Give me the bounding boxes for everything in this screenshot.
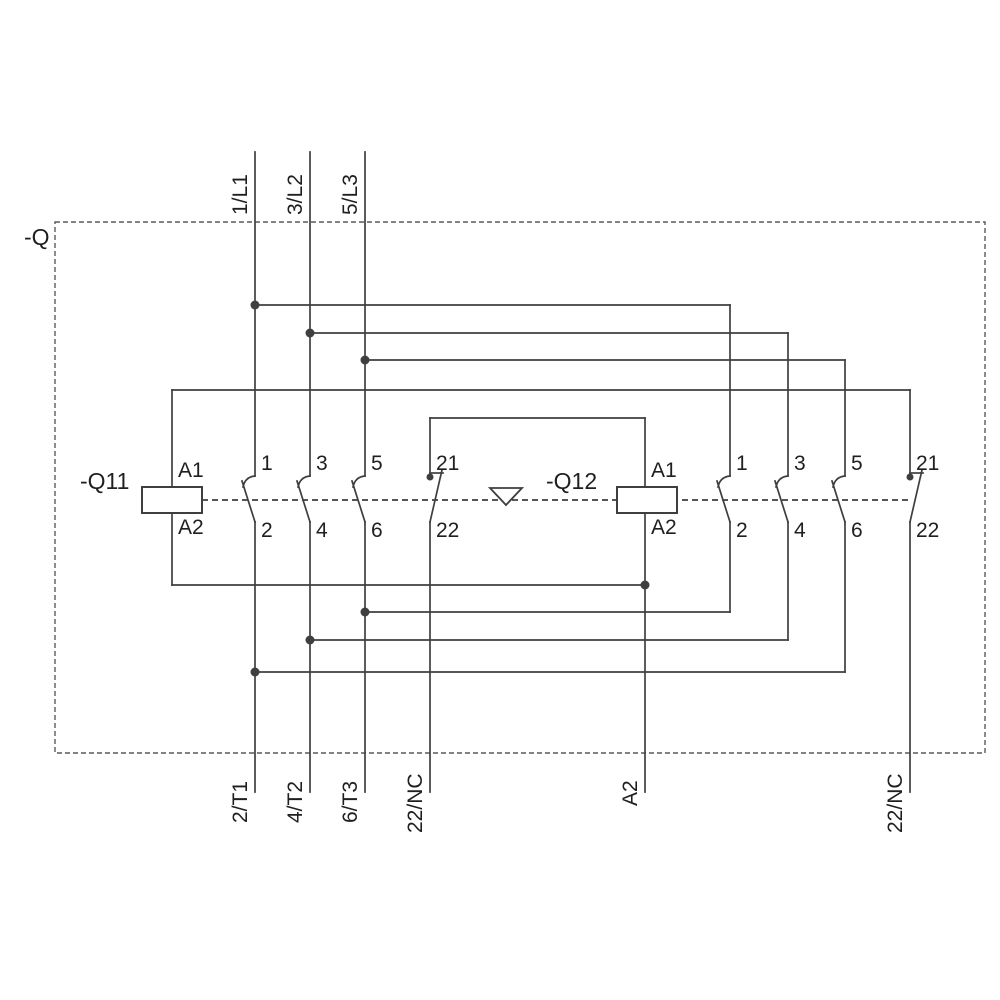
contactor-name-q11: -Q11 [80, 468, 129, 494]
pole-terminal: 6 [851, 519, 863, 542]
contactor-q11-labels: -Q11 A1 A2 1 2 3 4 5 6 21 22 [80, 452, 459, 542]
no-contact-arc [296, 475, 311, 489]
no-contact-blade [350, 479, 367, 524]
nc-contact-blade [908, 468, 924, 524]
aux-terminal: 22 [916, 519, 939, 542]
no-contact-arc [831, 475, 846, 489]
power-wires [254, 151, 366, 793]
coil-box-q11 [141, 486, 203, 514]
no-contact-arc [241, 475, 256, 489]
output-terminal-labels: 2/T1 4/T2 6/T3 22/NC A2 22/NC [229, 773, 907, 833]
pole-terminal: 3 [316, 452, 328, 475]
junction-dot [250, 300, 260, 310]
terminal-label-5l3: 5/L3 [339, 174, 362, 215]
nc-contact-dot [426, 473, 434, 481]
contactor-name-q12: -Q12 [546, 468, 597, 494]
crossover-wires [254, 304, 846, 673]
contact-symbols [240, 468, 924, 524]
terminal-label-4t2: 4/T2 [284, 781, 307, 823]
coil-terminal-a1: A1 [651, 459, 677, 482]
pole-terminal: 5 [371, 452, 383, 475]
no-contact-arc [774, 475, 789, 489]
terminal-label-a2: A2 [619, 780, 642, 806]
coil-terminal-a2: A2 [651, 516, 677, 539]
pole-terminal: 1 [261, 452, 273, 475]
terminal-label-22nc-q12: 22/NC [884, 773, 907, 833]
junction-dot [640, 580, 650, 590]
aux-terminal: 21 [436, 452, 459, 475]
junction-dot [360, 607, 370, 617]
pole-terminal: 6 [371, 519, 383, 542]
pole-terminal: 3 [794, 452, 806, 475]
junction-dots [250, 300, 650, 677]
pole-terminal: 1 [736, 452, 748, 475]
terminal-label-22nc-q11: 22/NC [404, 773, 427, 833]
no-contact-blade [773, 479, 790, 524]
pole-terminal: 4 [316, 519, 328, 542]
no-contact-blade [715, 479, 732, 524]
junction-dot [250, 667, 260, 677]
junction-dot [360, 355, 370, 365]
mechanical-interlock-icon [487, 487, 525, 507]
nc-contact-dot [906, 473, 914, 481]
coil-terminal-a2: A2 [178, 516, 204, 539]
terminal-label-3l2: 3/L2 [284, 174, 307, 215]
terminal-label-2t1: 2/T1 [229, 781, 252, 823]
supply-terminal-labels: 1/L1 3/L2 5/L3 [229, 174, 362, 215]
aux-terminal: 22 [436, 519, 459, 542]
terminal-label-1l1: 1/L1 [229, 174, 252, 215]
no-contact-blade [830, 479, 847, 524]
junction-dot [305, 328, 315, 338]
junction-dot [305, 635, 315, 645]
pole-terminal: 5 [851, 452, 863, 475]
pole-terminal: 4 [794, 519, 806, 542]
contactor-q12-labels: -Q12 A1 A2 1 2 3 4 5 6 21 22 [546, 452, 939, 542]
coil-q12 [616, 486, 678, 514]
no-contact-blade [295, 479, 312, 524]
no-contact-blade [240, 479, 257, 524]
nc-contact-blade [428, 468, 444, 524]
frame-label: -Q [24, 224, 50, 250]
coil-box-q12 [616, 486, 678, 514]
coil-terminal-a1: A1 [178, 459, 204, 482]
no-contact-arc [351, 475, 366, 489]
control-wires [171, 389, 911, 793]
enclosure-border [54, 221, 986, 754]
no-contact-arc [716, 475, 731, 489]
aux-terminal: 21 [916, 452, 939, 475]
pole-terminal: 2 [261, 519, 273, 542]
pole-terminal: 2 [736, 519, 748, 542]
coil-q11 [141, 486, 203, 514]
terminal-label-6t3: 6/T3 [339, 781, 362, 823]
